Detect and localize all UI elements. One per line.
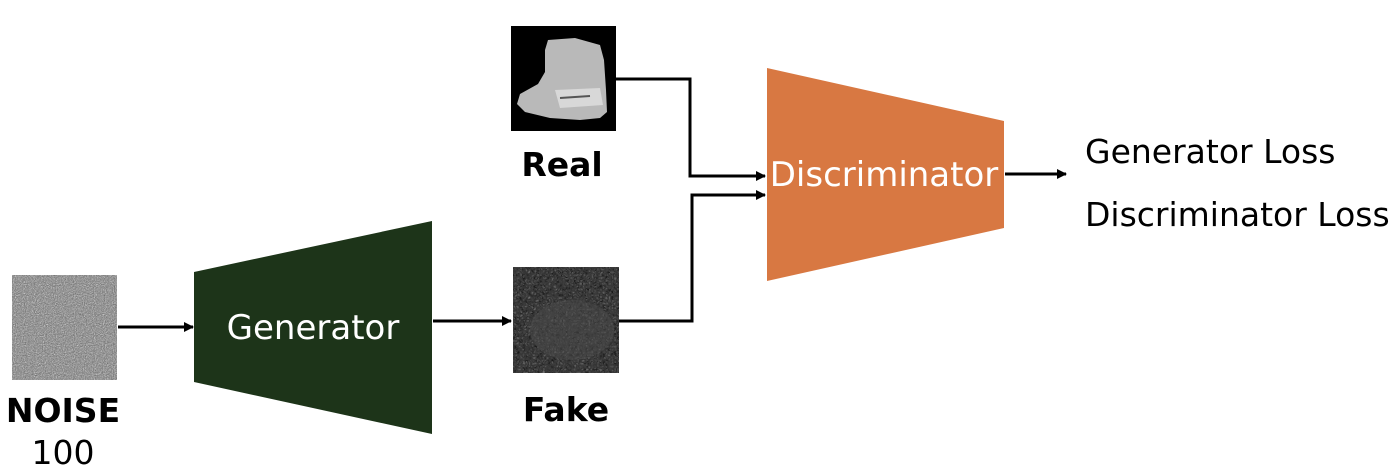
noise-label: NOISE [6, 391, 120, 430]
fake-label: Fake [523, 390, 609, 429]
real-label: Real [521, 145, 602, 184]
discriminator-block [767, 68, 1004, 281]
fake-image [513, 267, 619, 373]
generator-loss-label: Generator Loss [1085, 132, 1335, 171]
noise-image [12, 275, 117, 380]
discriminator-label: Discriminator [770, 155, 999, 195]
real-image [511, 26, 616, 131]
arrow-real-to-discriminator [616, 77, 766, 181]
generator-block [194, 221, 432, 434]
arrow-fake-to-discriminator [619, 190, 766, 323]
discriminator-loss-label: Discriminator Loss [1085, 195, 1390, 234]
noise-size: 100 [32, 433, 95, 472]
generator-label: Generator [227, 308, 400, 348]
